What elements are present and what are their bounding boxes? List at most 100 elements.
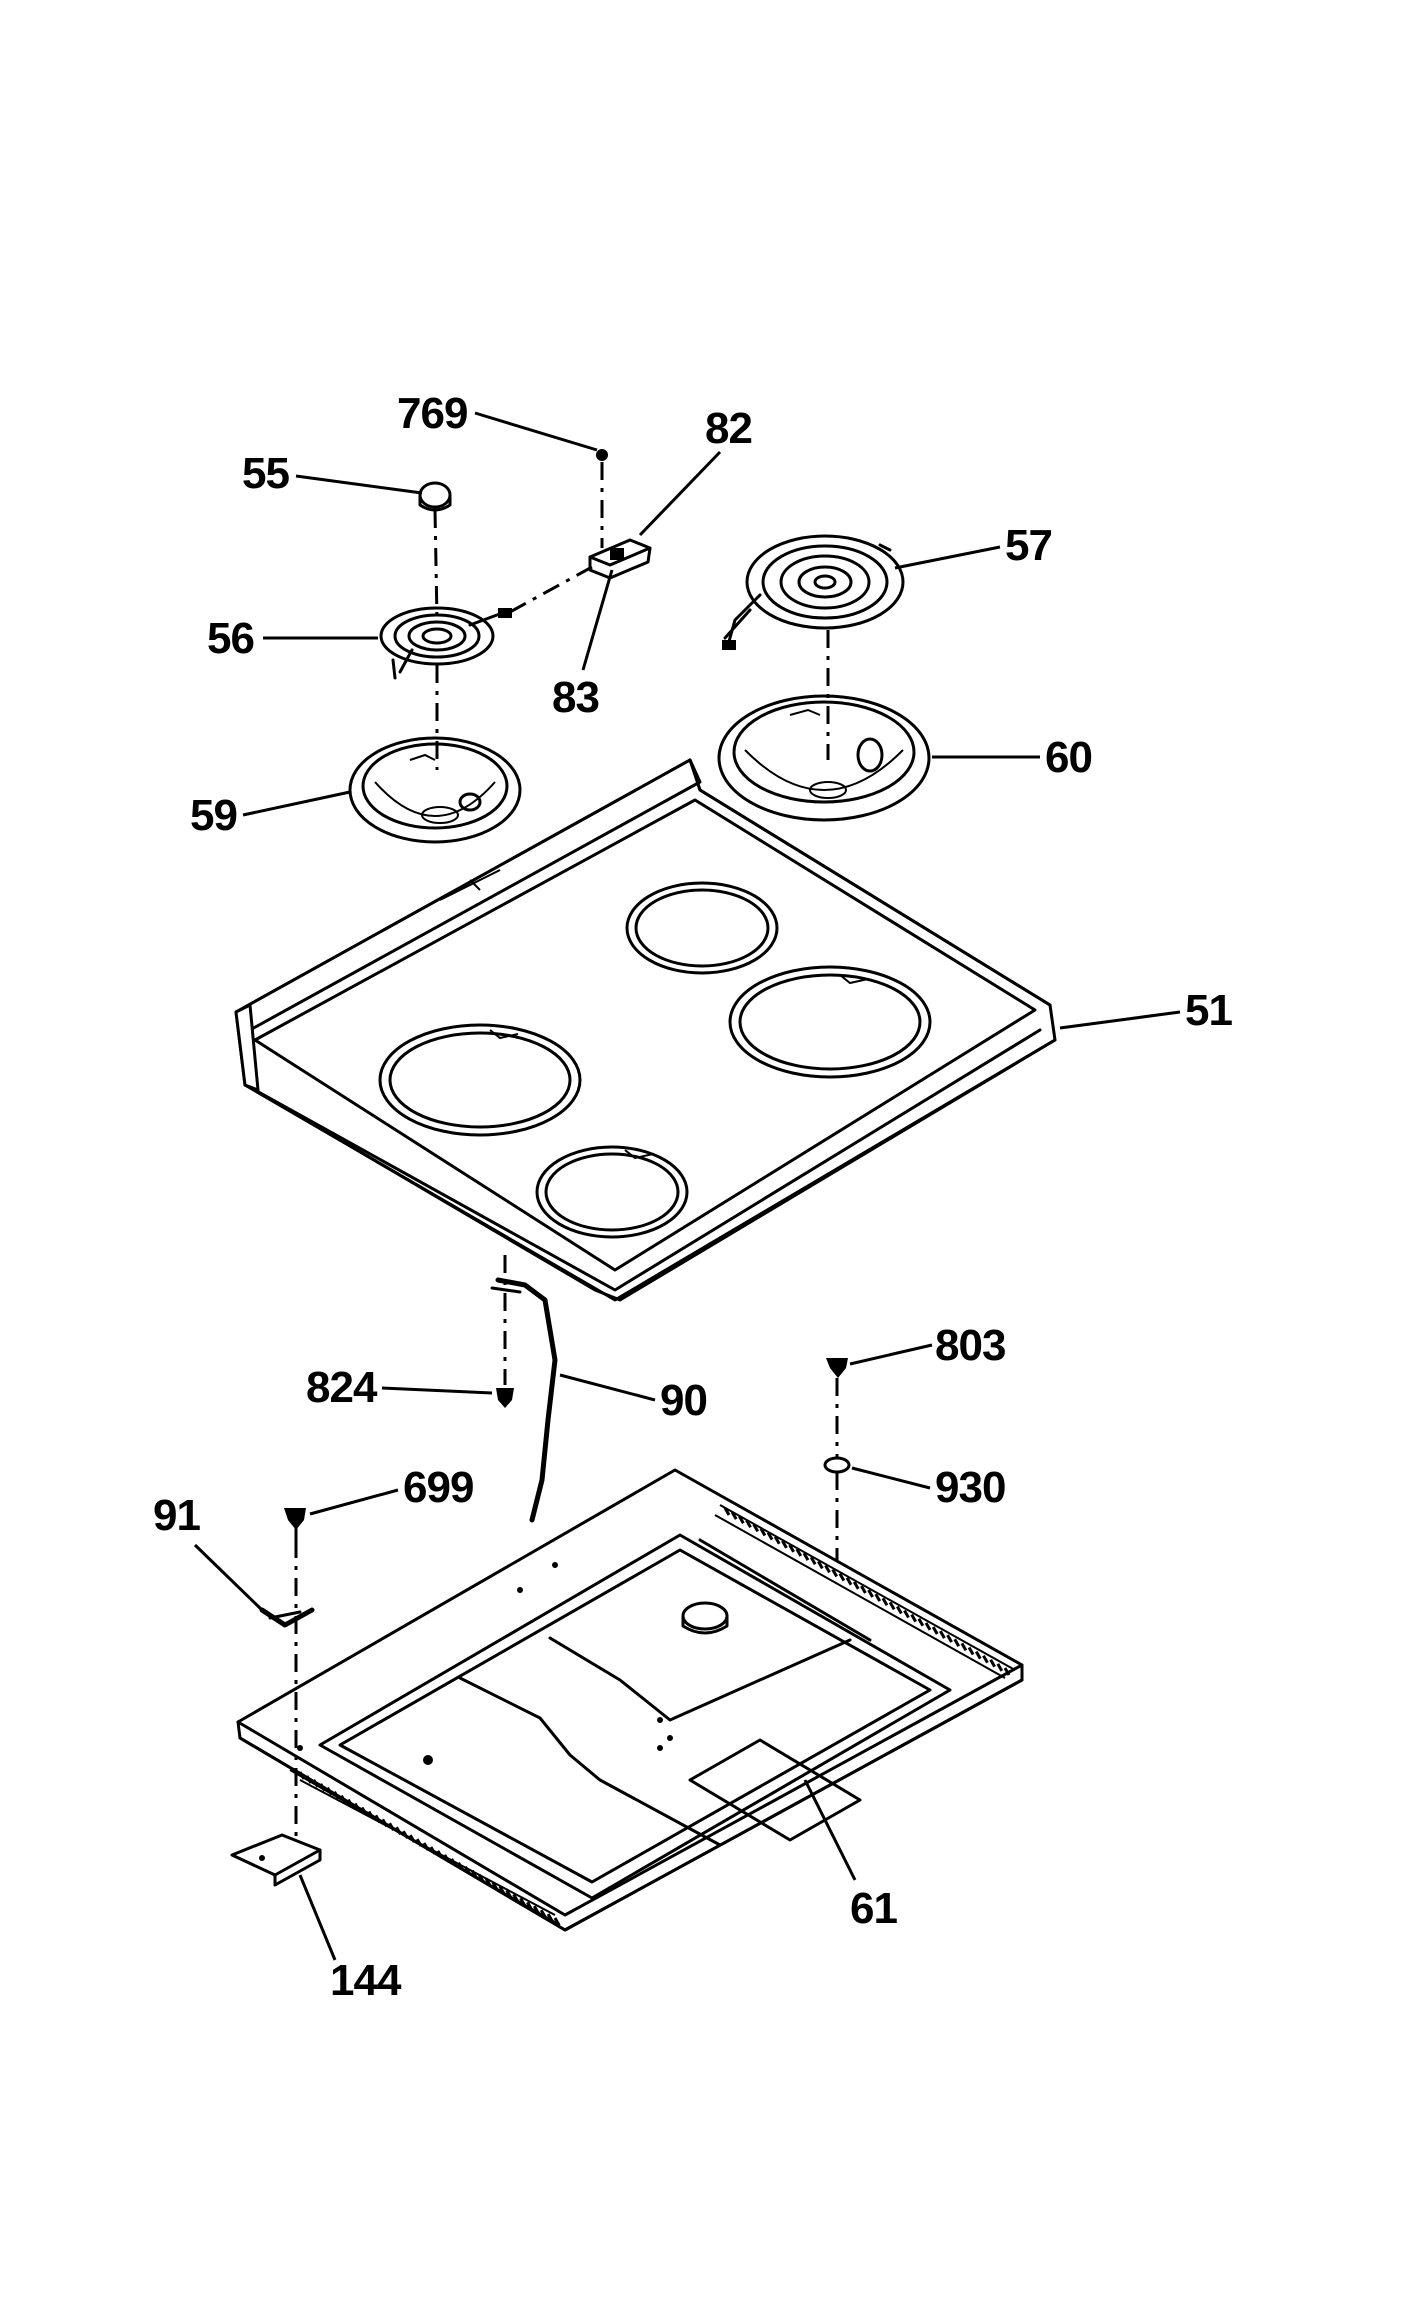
washer-930 [823, 1456, 851, 1474]
label-56: 56 [207, 614, 254, 663]
vent-slot [838, 1572, 846, 1582]
vent-slot [450, 1858, 457, 1867]
vent-slot [519, 1897, 526, 1907]
label-83: 83 [552, 673, 599, 722]
vent-slot [395, 1826, 402, 1835]
vent-slot [809, 1556, 817, 1565]
vent-slot [896, 1605, 903, 1615]
vent-slot [730, 1511, 738, 1520]
vent-slot [470, 1869, 478, 1879]
vent-slot [723, 1507, 731, 1516]
vent-slot [974, 1650, 982, 1660]
vent-slot [788, 1544, 795, 1553]
vent-slot [960, 1642, 968, 1652]
vent-slot [939, 1630, 946, 1639]
vent-slot [795, 1548, 803, 1557]
label-57: 57 [1005, 521, 1052, 570]
vent-slot [340, 1794, 347, 1804]
vent-slot [845, 1576, 853, 1586]
drip-pan-large [717, 694, 931, 822]
vent-slot [874, 1593, 882, 1602]
vent-slot [766, 1531, 774, 1541]
vent-slot [967, 1646, 975, 1656]
vent-slot [312, 1779, 320, 1788]
vent-slot [374, 1814, 382, 1824]
vent-slot [553, 1917, 561, 1926]
vent-slot [415, 1838, 423, 1847]
vent-slot [831, 1568, 838, 1578]
vent-slot [867, 1589, 874, 1598]
surface-unit-small [379, 606, 512, 680]
label-59: 59 [190, 791, 237, 840]
label-769: 769 [397, 389, 467, 438]
label-699: 699 [403, 1463, 473, 1512]
cooktop-main-top [234, 758, 1057, 1302]
vent-slot [781, 1540, 788, 1549]
vent-slot [436, 1850, 444, 1859]
vent-slot [852, 1581, 860, 1590]
vent-slot [931, 1626, 939, 1635]
drip-pan-small [348, 736, 522, 844]
vent-slot [443, 1854, 451, 1863]
vent-slot [860, 1585, 867, 1594]
vent-slot [464, 1865, 471, 1875]
vent-slot [408, 1834, 416, 1843]
vent-slot [298, 1771, 306, 1780]
label-91: 91 [153, 1491, 200, 1540]
screw-769 [596, 449, 608, 461]
label-55: 55 [242, 449, 289, 498]
vent-slot [759, 1527, 767, 1537]
screw-803 [826, 1358, 848, 1378]
vent-slot [738, 1515, 745, 1524]
vent-slot [910, 1613, 917, 1623]
vent-slot [360, 1806, 368, 1816]
vent-slot [888, 1601, 896, 1611]
vent-slot [917, 1618, 925, 1627]
vent-slot [305, 1775, 313, 1784]
vent-slot [484, 1877, 492, 1887]
vent-slot [824, 1564, 831, 1574]
label-144: 144 [330, 1956, 402, 2005]
vent-slot [402, 1830, 409, 1839]
vent-slot [388, 1822, 395, 1832]
axis-55-56 [433, 509, 439, 621]
vent-slot [802, 1552, 810, 1561]
vent-slot [903, 1609, 910, 1619]
vent-slot [477, 1873, 485, 1883]
label-60: 60 [1045, 733, 1092, 782]
vent-slot [989, 1659, 996, 1668]
vent-slot [422, 1842, 430, 1851]
label-90: 90 [660, 1376, 707, 1425]
vent-slot [982, 1654, 989, 1664]
vent-slot [346, 1798, 354, 1808]
vent-slot [881, 1597, 889, 1607]
vent-slots [298, 1507, 1011, 1926]
wire-harness [490, 1277, 558, 1523]
vent-slot [319, 1783, 326, 1792]
screw-699 [284, 1508, 306, 1542]
terminal-block [588, 538, 652, 580]
vent-slot [745, 1519, 752, 1529]
label-61: 61 [850, 1884, 897, 1933]
label-51: 51 [1185, 986, 1232, 1035]
screw-824 [496, 1388, 514, 1408]
vent-slot [773, 1535, 781, 1545]
vent-slot [491, 1881, 499, 1891]
label-824: 824 [306, 1363, 378, 1412]
vent-slot [353, 1802, 361, 1812]
vent-slot [953, 1638, 961, 1648]
vent-slot [526, 1901, 533, 1910]
vent-slot [924, 1622, 932, 1631]
vent-slot [498, 1885, 506, 1895]
vent-slot [533, 1905, 540, 1914]
vent-slot [546, 1913, 554, 1922]
vent-slot [457, 1862, 464, 1871]
clip-91 [259, 1607, 315, 1628]
label-803: 803 [935, 1321, 1005, 1370]
vent-slot [381, 1818, 389, 1828]
leader-lines [193, 411, 1181, 1961]
vent-slot [752, 1523, 760, 1533]
part-labels: 769 82 55 57 56 83 60 59 51 803 824 90 9… [153, 389, 1233, 2005]
vent-slot [505, 1889, 513, 1899]
